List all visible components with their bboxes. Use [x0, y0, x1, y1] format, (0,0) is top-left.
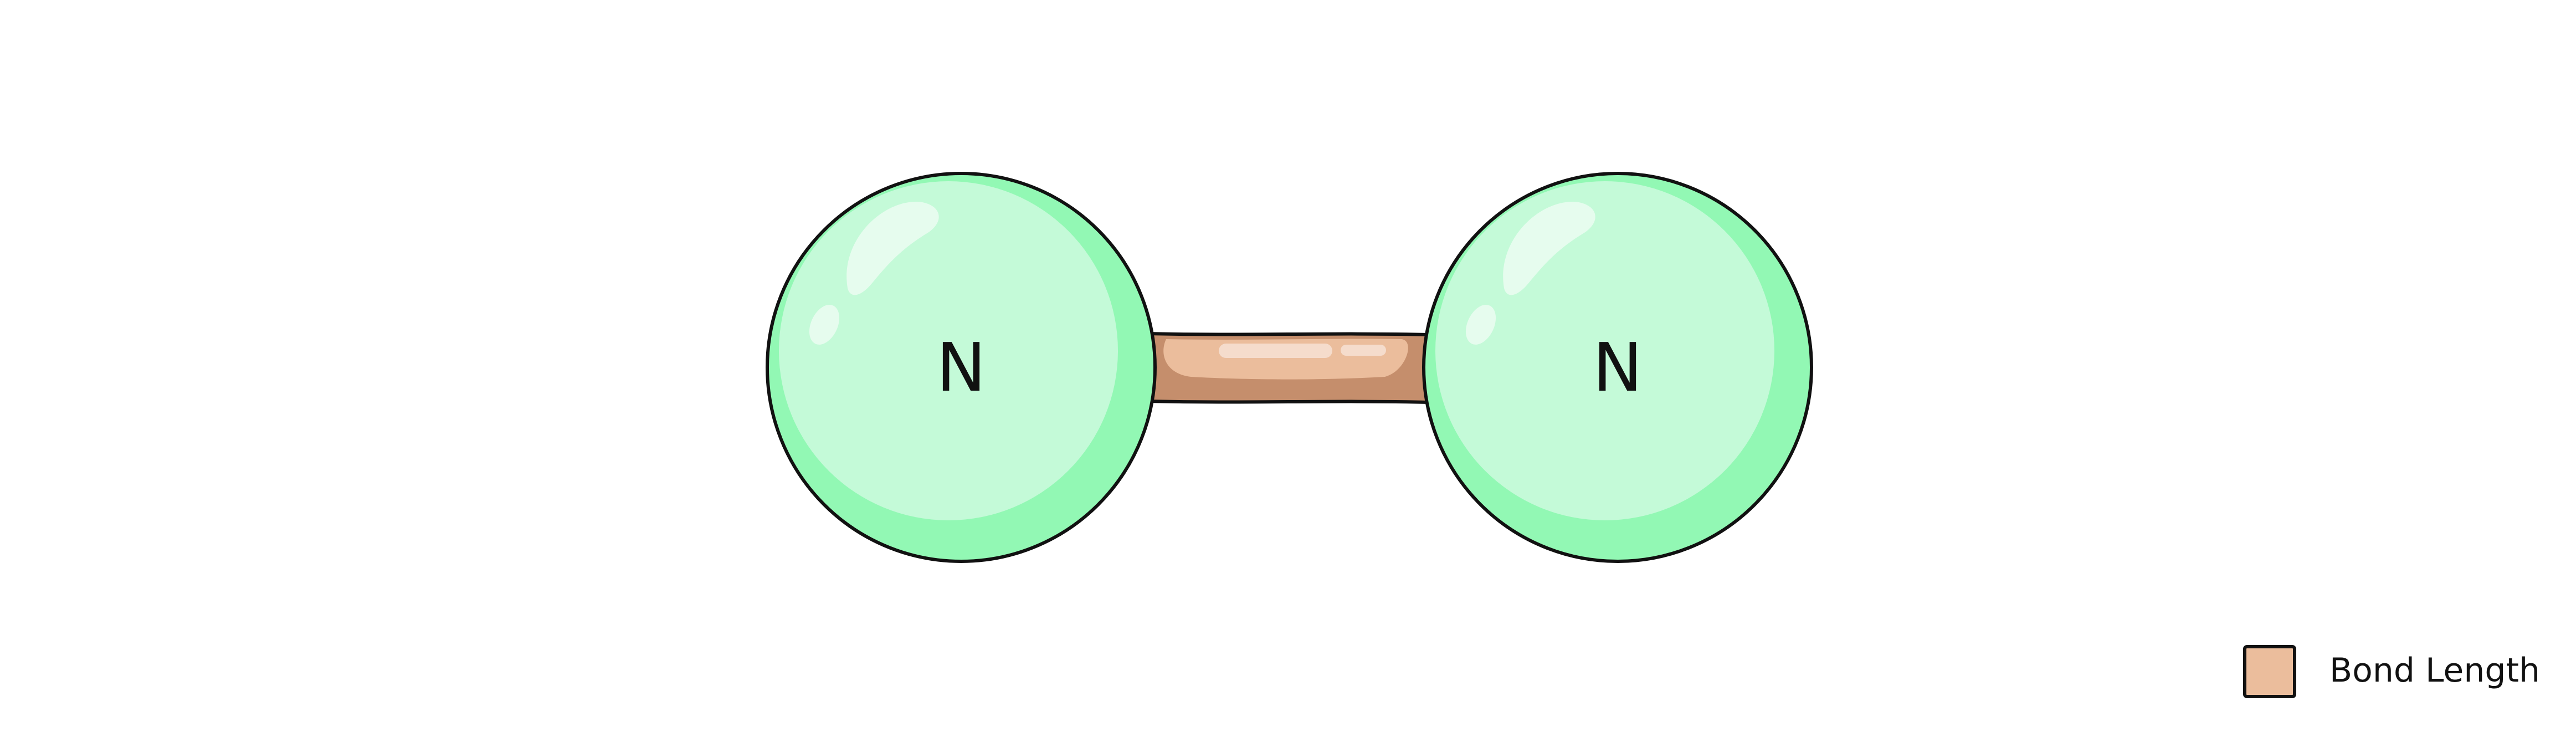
atom-left-outline: [766, 172, 1157, 563]
atom-left-gloss: [846, 202, 939, 295]
atom-right: N: [1422, 172, 1813, 563]
atom-right-gloss-dot: [1465, 305, 1496, 345]
bond-sheen: [1219, 344, 1332, 358]
legend-swatch-bond-length: [2243, 645, 2296, 698]
legend-label-bond-length: Bond Length: [2329, 651, 2540, 690]
atom-left-label: N: [936, 330, 986, 407]
bond-sheen-small: [1341, 345, 1386, 356]
atom-left: N: [766, 172, 1157, 563]
atom-right-label: N: [1593, 330, 1643, 407]
atom-right-outline: [1422, 172, 1813, 563]
atom-left-gloss-dot: [809, 305, 840, 345]
atom-right-gloss: [1503, 202, 1595, 295]
legend: Bond Length: [2243, 645, 2540, 698]
bond: [1145, 332, 1431, 404]
